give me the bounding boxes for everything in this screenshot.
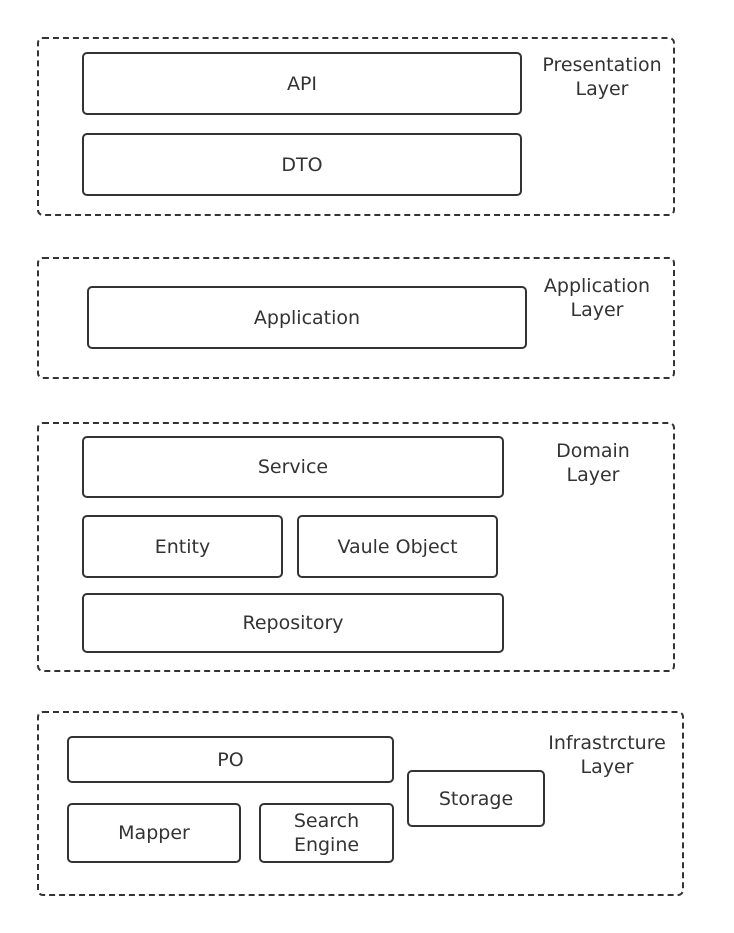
application-layer-label-line1: Application (543, 275, 651, 297)
entity-box: Entity (82, 515, 283, 578)
infrastructure-layer-label: Infrastrcture Layer (540, 731, 674, 779)
service-box: Service (82, 436, 504, 498)
presentation-layer-label: Presentation Layer (540, 53, 664, 101)
domain-layer-label-line1: Domain (556, 440, 630, 462)
api-box: API (82, 52, 522, 115)
dto-box: DTO (82, 133, 522, 196)
storage-box: Storage (407, 770, 545, 827)
po-box-label: PO (217, 748, 244, 771)
application-box-label: Application (253, 306, 361, 329)
mapper-box-label: Mapper (118, 822, 190, 844)
repository-box-label: Repository (242, 612, 344, 634)
presentation-layer (37, 37, 675, 216)
value-object-box: Vaule Object (297, 515, 498, 578)
repository-box: Repository (82, 593, 504, 653)
presentation-layer-label-line1: Presentation (542, 54, 662, 76)
infrastructure-layer (37, 711, 684, 896)
domain-layer (37, 422, 675, 672)
value-object-box-label: Vaule Object (337, 535, 458, 558)
application-layer (37, 257, 675, 379)
search-engine-box-label-line2: Engine (293, 834, 360, 856)
po-box: PO (67, 736, 394, 783)
application-box: Application (87, 286, 527, 349)
infrastructure-layer-label-line2: Layer (580, 756, 634, 778)
search-engine-box: Search Engine (259, 803, 394, 863)
search-engine-box-label-line1: Search (293, 810, 360, 832)
application-layer-label-line2: Layer (570, 299, 624, 321)
service-box-label: Service (257, 456, 329, 478)
domain-layer-label: Domain Layer (550, 439, 636, 487)
entity-box-label: Entity (154, 535, 211, 558)
api-box-label: API (286, 72, 318, 95)
dto-box-label: DTO (281, 153, 323, 176)
application-layer-label: Application Layer (540, 274, 654, 322)
infrastructure-layer-label-line1: Infrastrcture (548, 732, 666, 754)
search-engine-box-label: Search Engine (294, 809, 359, 857)
presentation-layer-label-line2: Layer (575, 78, 629, 100)
storage-box-label: Storage (438, 787, 514, 810)
mapper-box: Mapper (67, 803, 241, 863)
domain-layer-label-line2: Layer (566, 464, 620, 486)
